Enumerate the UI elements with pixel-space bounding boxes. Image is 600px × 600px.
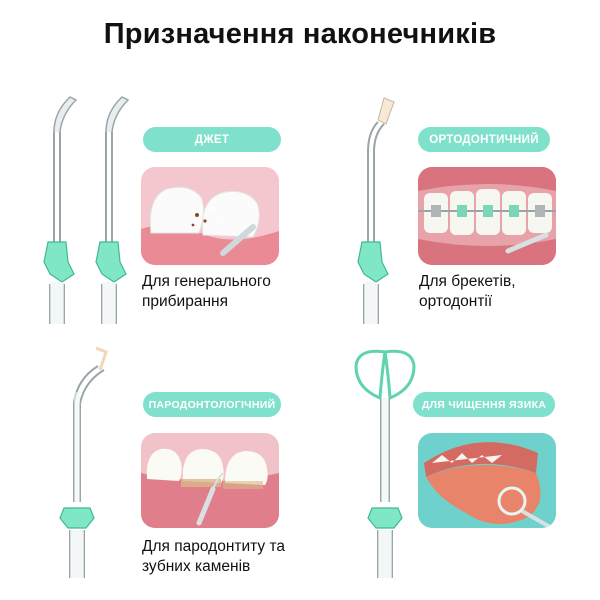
jet-caption-line-2: прибирання	[142, 293, 228, 310]
tag-orthodontic: ОРТОДОНТИЧНИЙ	[418, 127, 550, 152]
periodontal-photo	[141, 433, 279, 528]
periodontal-caption: Для пародонтиту та зубних каменів	[142, 537, 285, 577]
jet-nozzle-image-1	[43, 96, 78, 324]
tongue-cleaning-photo	[418, 433, 556, 528]
jet-caption: Для генерального прибирання	[142, 272, 271, 312]
tag-tongue-cleaning: ДЛЯ ЧИЩЕННЯ ЯЗИКА	[413, 392, 555, 417]
periodontal-caption-line-2: зубних каменів	[142, 558, 251, 575]
orthodontic-nozzle-image	[357, 97, 395, 324]
jet-nozzle-image-2	[95, 96, 130, 324]
orthodontic-braces-photo	[418, 167, 556, 265]
orthodontic-caption: Для брекетів, ортодонтії	[419, 272, 516, 312]
orthodontic-caption-line-1: Для брекетів,	[419, 273, 516, 290]
tongue-cleaner-nozzle-image	[354, 349, 416, 578]
orthodontic-caption-line-2: ортодонтії	[419, 293, 493, 310]
page-title: Призначення наконечників	[103, 18, 497, 50]
jet-caption-line-1: Для генерального	[142, 273, 271, 290]
periodontal-nozzle-image	[59, 346, 108, 578]
periodontal-caption-line-1: Для пародонтиту та	[142, 538, 286, 555]
tag-jet: ДЖЕТ	[143, 127, 281, 152]
tag-periodontal: ПАРОДОНТОЛОГІЧНИЙ	[143, 392, 281, 417]
jet-cleaning-photo	[141, 167, 279, 265]
